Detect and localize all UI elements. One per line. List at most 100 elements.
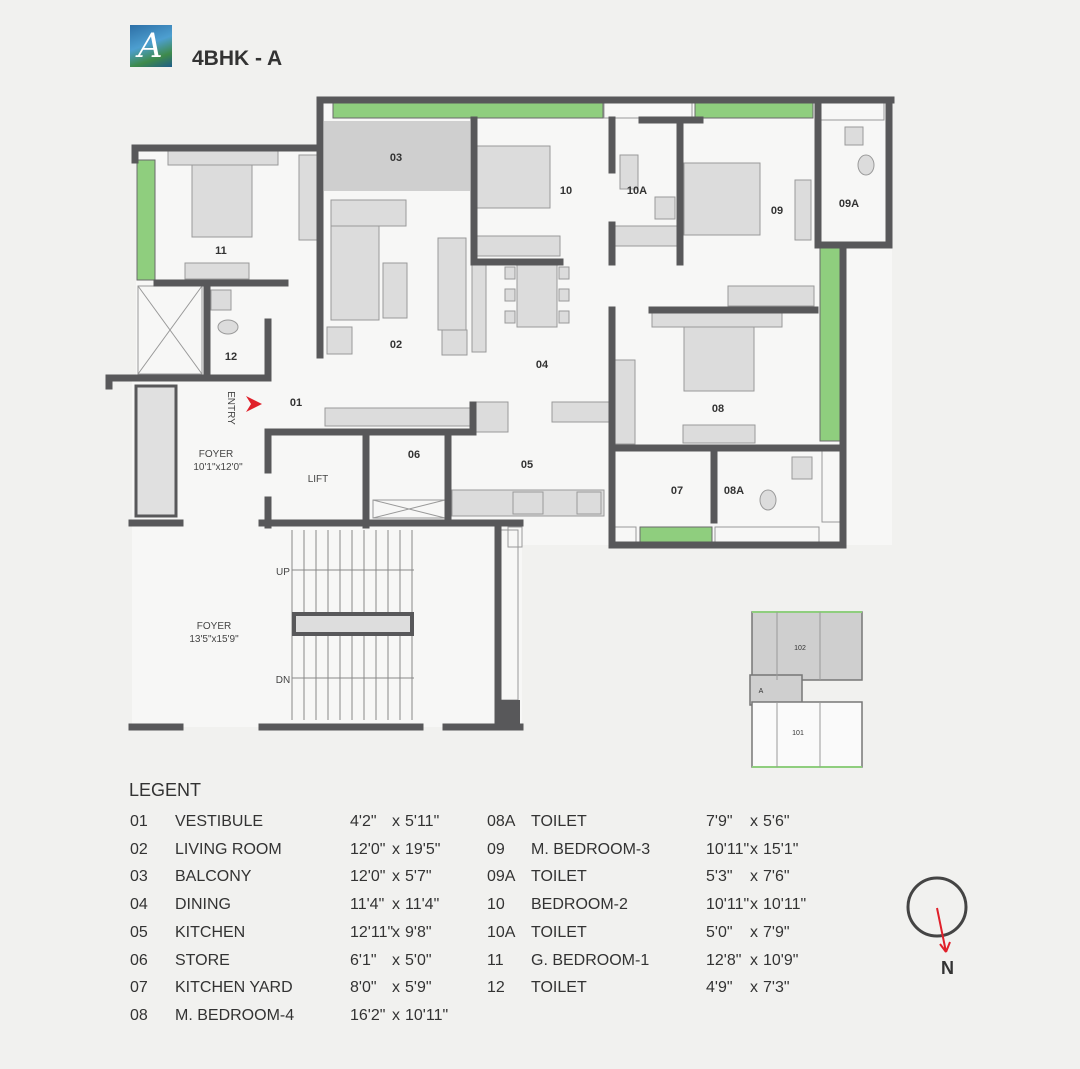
legend-length: 10'11"	[405, 1006, 449, 1024]
legend-times: x	[750, 951, 758, 969]
room-label: 10A	[627, 185, 647, 197]
legend-length: 5'9"	[405, 979, 432, 997]
legend-room-name: TOILET	[531, 813, 587, 830]
legend-length: 19'5"	[405, 840, 441, 858]
legend-length: 5'6"	[763, 813, 790, 830]
brand-logo: A	[130, 25, 172, 67]
legend-room-name: BALCONY	[175, 868, 252, 886]
balcony-floor	[324, 121, 470, 191]
room-label: 07	[671, 485, 683, 497]
legend-times: x	[392, 923, 400, 941]
room-label: 08	[712, 403, 724, 415]
legend-room-name: STORE	[175, 951, 230, 969]
legend-room-name: LIVING ROOM	[175, 840, 282, 858]
legend-number: 02	[130, 840, 148, 858]
legend-times: x	[750, 868, 758, 886]
legend-times: x	[750, 923, 758, 941]
legend-times: x	[392, 896, 400, 914]
legend-room-name: BEDROOM-2	[531, 896, 628, 914]
compass-icon	[906, 876, 968, 953]
legend-room-name: VESTIBULE	[175, 813, 264, 830]
legend-number: 11	[487, 951, 504, 969]
legend-length: 5'11"	[405, 813, 440, 830]
green-planters	[136, 98, 841, 548]
legend-room-name: KITCHEN YARD	[175, 979, 293, 997]
legend-width: 6'1"	[350, 951, 377, 969]
legend-width: 5'0"	[706, 923, 733, 941]
legend-times: x	[392, 813, 400, 830]
room-label: 04	[536, 359, 549, 371]
legend-length: 7'6"	[763, 868, 790, 886]
legend-number: 12	[487, 979, 505, 997]
legend-room-name: G. BEDROOM-1	[531, 951, 650, 969]
legend-room-name: KITCHEN	[175, 923, 246, 941]
legend-times: x	[750, 979, 758, 997]
legend-length: 11'4"	[405, 896, 440, 914]
key-plan: 102 A 101	[749, 611, 863, 768]
legend-room-name: M. BEDROOM-3	[531, 840, 651, 858]
room-label: 01	[290, 397, 302, 409]
legend-number: 01	[130, 813, 148, 830]
legend-length: 10'9"	[763, 951, 799, 969]
legend-number: 10	[487, 896, 505, 914]
entry-label: ENTRY	[225, 391, 236, 425]
room-label: 03	[390, 152, 402, 164]
room-label: 09	[771, 205, 783, 217]
room-label: 10	[560, 185, 572, 197]
room-label: 05	[521, 459, 533, 471]
legend-number: 04	[130, 896, 148, 914]
lift-label: LIFT	[308, 474, 329, 485]
legend-width: 8'0"	[350, 979, 377, 997]
foyer-label: FOYER	[197, 621, 231, 632]
legend-length: 5'7"	[405, 868, 432, 886]
legend-width: 4'9"	[706, 979, 733, 997]
legend-width: 12'11"	[350, 923, 394, 941]
room-label: 12	[225, 351, 237, 363]
column	[134, 384, 178, 518]
dining-table	[516, 262, 558, 328]
legend-times: x	[750, 840, 758, 858]
north-label: N	[941, 958, 954, 978]
legend-number: 08A	[487, 813, 516, 830]
foyer-label: FOYER	[199, 449, 233, 460]
legend-times: x	[392, 979, 400, 997]
legend-room-name: DINING	[175, 896, 231, 914]
stair-landing	[292, 612, 414, 636]
walls	[105, 96, 895, 731]
plan-title: 4BHK - A	[192, 47, 283, 70]
legend-width: 11'4"	[350, 896, 385, 914]
bed-10	[475, 145, 551, 209]
legend-width: 16'2"	[350, 1006, 386, 1024]
legend-times: x	[750, 813, 758, 830]
legend-number: 09A	[487, 868, 516, 886]
legend-width: 10'11"	[706, 840, 750, 858]
furniture	[167, 126, 875, 517]
room-label: 08A	[724, 485, 744, 497]
legend-width: 12'0"	[350, 840, 386, 858]
legend-times: x	[750, 896, 758, 914]
room-label: 02	[390, 339, 402, 351]
legend-title: LEGENT	[129, 780, 202, 800]
legend-times: x	[392, 951, 400, 969]
legend-width: 12'8"	[706, 951, 742, 969]
legend-number: 06	[130, 951, 148, 969]
legend-number: 09	[487, 840, 505, 858]
legend-width: 10'11"	[706, 896, 750, 914]
legend-times: x	[392, 868, 400, 886]
room-label: 11	[215, 245, 227, 257]
legend-width: 12'0"	[350, 868, 386, 886]
legend-length: 7'3"	[763, 979, 790, 997]
legend-number: 07	[130, 979, 148, 997]
key-core: A	[759, 688, 764, 695]
bed-11	[191, 152, 253, 238]
foyer-size: 13'5"x15'9"	[189, 634, 239, 645]
legend-times: x	[392, 840, 400, 858]
room-label: 06	[408, 449, 420, 461]
entry-arrow-icon	[246, 396, 262, 412]
stair-up-label: UP	[276, 567, 290, 578]
legend-room-name: TOILET	[531, 868, 587, 886]
legend-length: 5'0"	[405, 951, 432, 969]
legend-length: 10'11"	[763, 896, 807, 914]
column	[500, 700, 520, 727]
